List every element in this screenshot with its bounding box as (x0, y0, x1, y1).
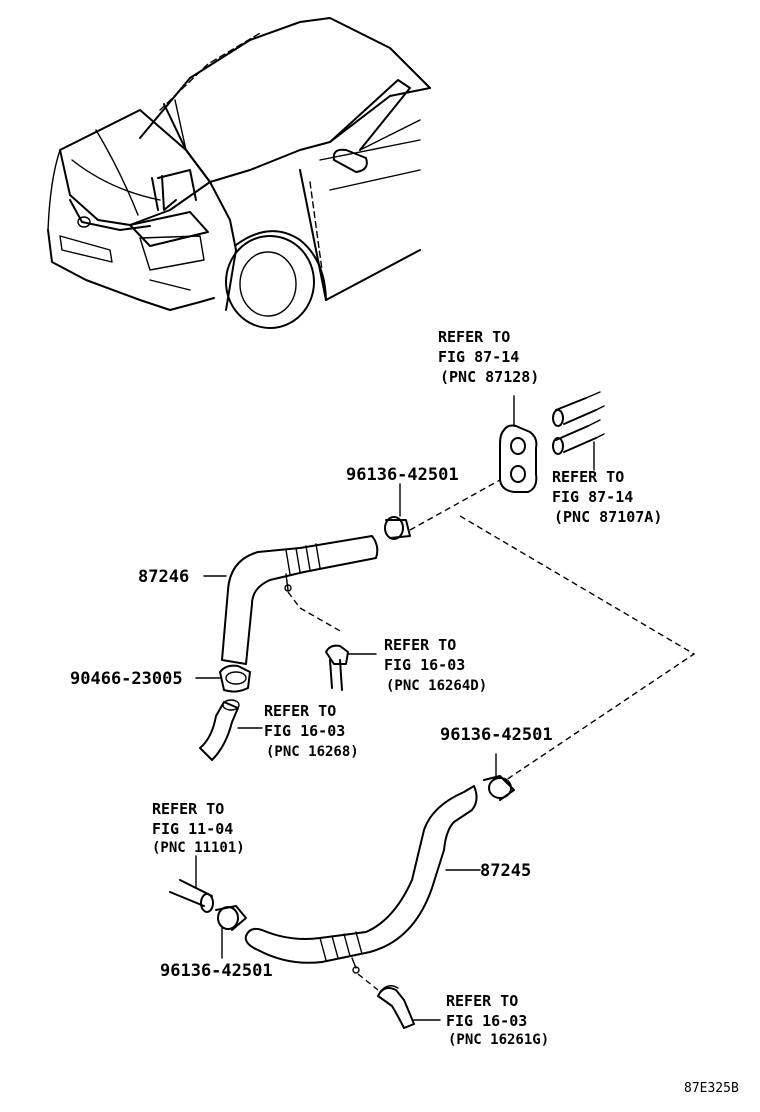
bypass-ref-line1: REFER TO (384, 636, 456, 654)
clamp-lower-part-number: 96136-42501 (160, 961, 273, 981)
bypass-pipe (325, 644, 377, 691)
clamp-lower-hose-bottom (215, 905, 247, 959)
inlet-ref-line3: (PNC 16261G) (448, 1032, 549, 1048)
hose-87246-label: 87246 (138, 567, 189, 587)
outlet-ref-line1: REFER TO (264, 702, 336, 720)
inlet-hose-stub (377, 985, 441, 1029)
vehicle-illustration (47, 17, 431, 329)
engine-ref-line3: (PNC 11101) (152, 840, 245, 856)
heater-pipes-ref-line1: REFER TO (552, 468, 624, 486)
heater-unit-ref-line1: REFER TO (438, 328, 510, 346)
clamp-lower-hose-top (483, 753, 515, 801)
hose-87245-label: 87245 (480, 861, 531, 881)
engine-ref-line2: FIG 11-04 (152, 820, 233, 838)
bypass-ref-line3: (PNC 16264D) (386, 678, 487, 694)
engine-pipe (169, 855, 214, 913)
clamp-90466-label: 90466-23005 (70, 669, 183, 689)
clamp-90466 (195, 664, 251, 693)
connection-dashed-route (459, 515, 696, 781)
outlet-hose-stub (199, 699, 263, 761)
diagram-code: 87E325B (684, 1081, 739, 1096)
heater-pipes-ref-line2: FIG 87-14 (552, 488, 633, 506)
heater-unit-connector (499, 395, 538, 493)
heater-unit-ref-line2: FIG 87-14 (438, 348, 519, 366)
heater-unit-ref-line3: (PNC 87128) (440, 368, 539, 386)
hose-87246 (221, 535, 379, 665)
clamp-upper-hose (384, 479, 501, 540)
bypass-ref-line2: FIG 16-03 (384, 656, 465, 674)
clamp-upper-part-number: 96136-42501 (346, 465, 459, 485)
heater-pipes-ref-line3: (PNC 87107A) (554, 508, 662, 526)
heater-pipes (552, 391, 605, 471)
hose-87245 (244, 785, 481, 991)
engine-ref-line1: REFER TO (152, 800, 224, 818)
inlet-ref-line2: FIG 16-03 (446, 1012, 527, 1030)
outlet-ref-line3: (PNC 16268) (266, 744, 359, 760)
outlet-ref-line2: FIG 16-03 (264, 722, 345, 740)
clamp-middle-part-number: 96136-42501 (440, 725, 553, 745)
inlet-ref-line1: REFER TO (446, 992, 518, 1010)
